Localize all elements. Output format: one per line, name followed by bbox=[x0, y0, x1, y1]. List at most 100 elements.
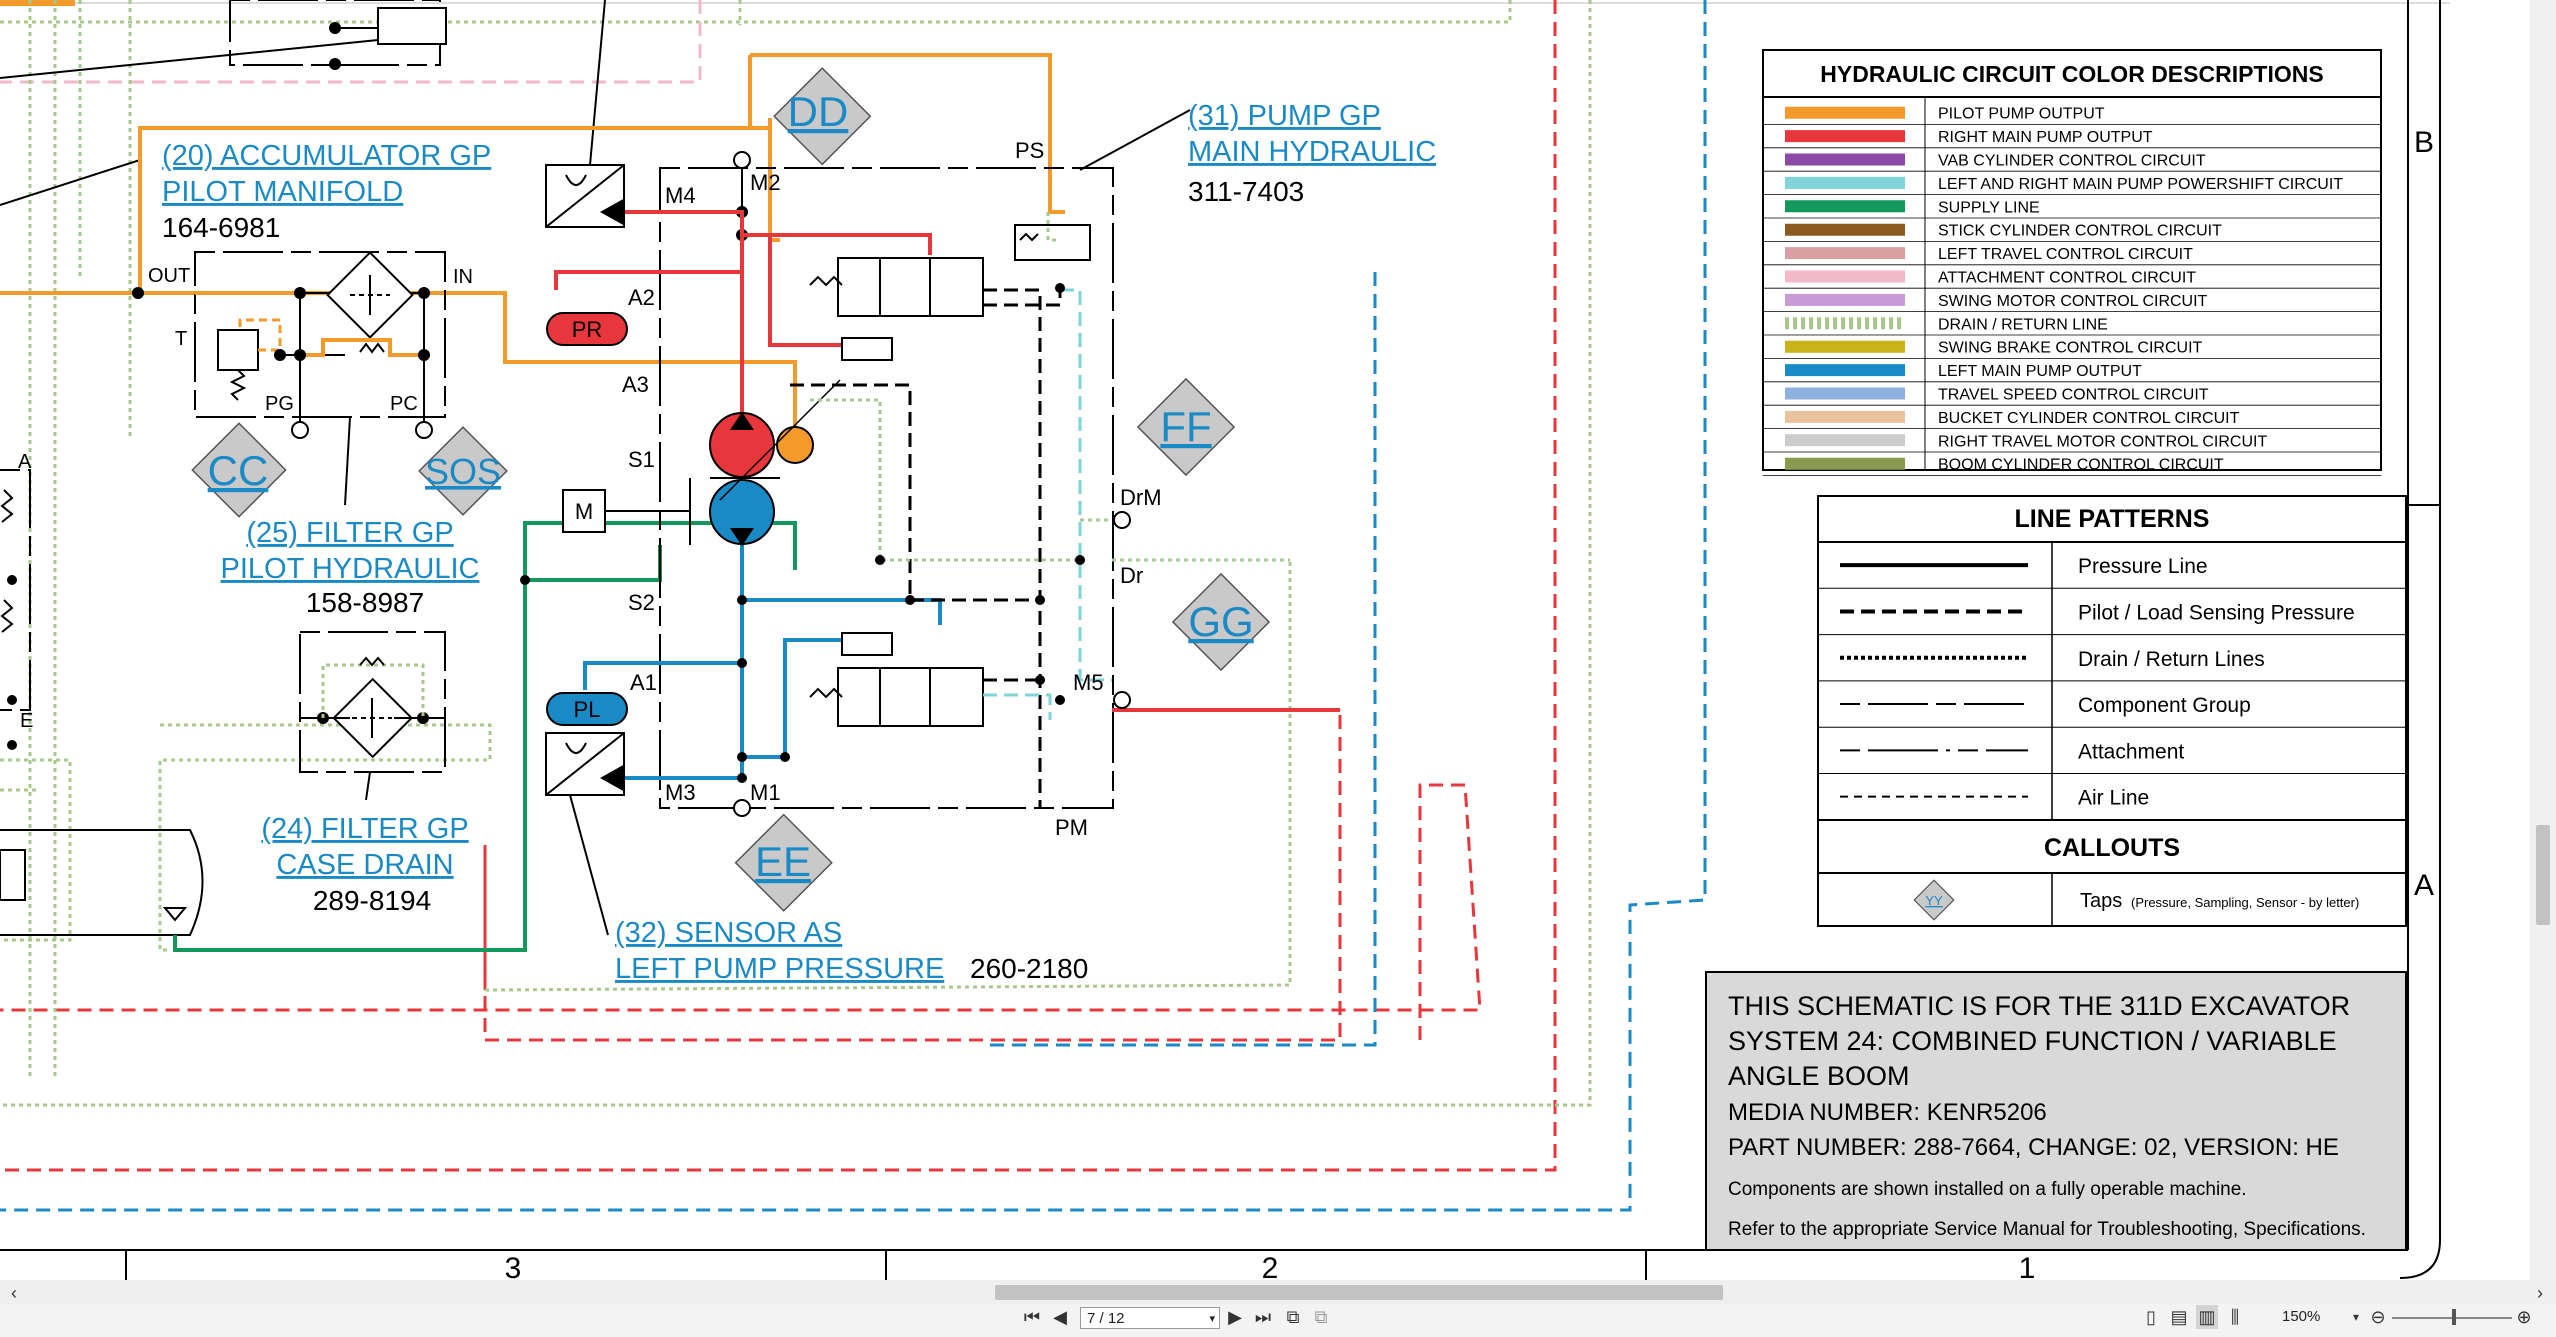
pattern-label: Attachment bbox=[2078, 740, 2184, 763]
info-line-6: Components are shown installed on a full… bbox=[1728, 1179, 2247, 1200]
color-legend: HYDRAULIC CIRCUIT COLOR DESCRIPTIONS PIL… bbox=[1762, 49, 2382, 476]
zoom-out-icon[interactable]: ⊖ bbox=[2370, 1307, 2386, 1327]
horizontal-scroll-thumb[interactable] bbox=[995, 1285, 1723, 1300]
next-page-icon[interactable]: ▶ bbox=[1228, 1307, 1242, 1327]
facing-icon[interactable]: ▥ bbox=[2196, 1305, 2218, 1329]
port-in: IN bbox=[453, 266, 473, 288]
port-m1: M1 bbox=[750, 780, 781, 805]
port-s1: S1 bbox=[628, 447, 655, 472]
info-line-2: SYSTEM 24: COMBINED FUNCTION / VARIABLE bbox=[1728, 1026, 2337, 1056]
svg-text:DD: DD bbox=[788, 88, 849, 135]
filter-pilot-title-2[interactable]: PILOT HYDRAULIC bbox=[221, 553, 480, 585]
page-number-text: 7 / 12 bbox=[1087, 1310, 1125, 1327]
filter-case-title-2[interactable]: CASE DRAIN bbox=[276, 849, 453, 881]
callouts-title: CALLOUTS bbox=[2044, 834, 2180, 862]
sensor-title-1[interactable]: (32) SENSOR AS bbox=[615, 917, 842, 949]
pattern-label: Component Group bbox=[2078, 694, 2251, 717]
right-pump-lines bbox=[554, 210, 1340, 712]
svg-text:EE: EE bbox=[755, 838, 811, 885]
grid-row-b: B bbox=[2414, 126, 2434, 159]
port-a1: A1 bbox=[630, 670, 657, 695]
filter-case-part: 289-8194 bbox=[313, 885, 431, 916]
tap-sos[interactable]: SOS bbox=[418, 426, 508, 516]
port-s2: S2 bbox=[628, 590, 655, 615]
legend-label: SWING BRAKE CONTROL CIRCUIT bbox=[1938, 340, 2203, 357]
sensor-title-2[interactable]: LEFT PUMP PRESSURE bbox=[615, 953, 944, 985]
svg-text:YY: YY bbox=[1925, 893, 1943, 908]
tap-cc[interactable]: CC bbox=[191, 422, 287, 518]
page-layout-icon[interactable]: ⫼ bbox=[2230, 1307, 2240, 1327]
svg-text:PR: PR bbox=[572, 317, 603, 342]
pilot-lines bbox=[0, 53, 1065, 440]
pilot-manifold-group bbox=[132, 251, 446, 506]
fit-width-icon[interactable]: ⧉ bbox=[1314, 1307, 1328, 1327]
accumulator-title-1[interactable]: (20) ACCUMULATOR GP bbox=[162, 140, 491, 172]
filter-pilot-title-1[interactable]: (25) FILTER GP bbox=[246, 517, 453, 549]
line-patterns-title: LINE PATTERNS bbox=[2015, 505, 2210, 533]
legend-label: RIGHT MAIN PUMP OUTPUT bbox=[1938, 129, 2153, 146]
scroll-right-icon[interactable]: › bbox=[2537, 1283, 2543, 1303]
svg-text:PL: PL bbox=[574, 697, 601, 722]
title-info-box: THIS SCHEMATIC IS FOR THE 311D EXCAVATOR… bbox=[1705, 971, 2407, 1251]
filter-case-title-1[interactable]: (24) FILTER GP bbox=[261, 813, 468, 845]
tap-ee[interactable]: EE bbox=[734, 813, 833, 912]
sensor-part: 260-2180 bbox=[970, 953, 1088, 984]
pattern-label: Pressure Line bbox=[2078, 555, 2208, 578]
tap-dd[interactable]: DD bbox=[773, 67, 872, 166]
port-e: E bbox=[20, 710, 33, 732]
vertical-scroll-thumb[interactable] bbox=[2536, 825, 2550, 925]
port-m4: M4 bbox=[665, 183, 696, 208]
grid-row-a: A bbox=[2414, 869, 2434, 902]
last-page-icon[interactable]: ⏭ bbox=[1254, 1307, 1272, 1327]
zoom-in-icon[interactable]: ⊕ bbox=[2516, 1307, 2532, 1327]
pilot-pump bbox=[776, 426, 814, 464]
page-dropdown-icon[interactable]: ▾ bbox=[1209, 1313, 1215, 1325]
svg-text:SOS: SOS bbox=[425, 451, 501, 492]
pl-indicator bbox=[546, 692, 628, 726]
vertical-scrollbar[interactable] bbox=[2530, 0, 2556, 1280]
info-line-4: MEDIA NUMBER: KENR5206 bbox=[1728, 1099, 2047, 1126]
tap-example-icon bbox=[1913, 879, 1955, 921]
taps-label: Taps bbox=[2080, 890, 2122, 912]
pump-title-1[interactable]: (31) PUMP GP bbox=[1188, 100, 1381, 132]
zoom-level: 150% bbox=[2282, 1308, 2321, 1325]
taps-note: (Pressure, Sampling, Sensor - by letter) bbox=[2131, 895, 2359, 910]
page-number-field[interactable]: 7 / 12 ▾ bbox=[1080, 1307, 1220, 1329]
info-line-5: PART NUMBER: 288-7664, CHANGE: 02, VERSI… bbox=[1728, 1134, 2339, 1161]
svg-text:FF: FF bbox=[1160, 403, 1211, 450]
scroll-left-icon[interactable]: ‹ bbox=[11, 1283, 17, 1303]
port-m5: M5 bbox=[1073, 670, 1104, 695]
zoom-dropdown-icon[interactable]: ▾ bbox=[2352, 1310, 2360, 1324]
zoom-slider-handle[interactable] bbox=[2452, 1309, 2456, 1325]
tap-gg[interactable]: GG bbox=[1171, 572, 1271, 672]
tank-left bbox=[0, 829, 204, 936]
supply-line bbox=[173, 521, 797, 952]
port-pg: PG bbox=[265, 393, 294, 415]
legend-label: BOOM CYLINDER CONTROL CIRCUIT bbox=[1938, 457, 2224, 474]
control-valve-upper bbox=[809, 257, 984, 361]
svg-text:CC: CC bbox=[208, 447, 269, 494]
info-line-7: Refer to the appropriate Service Manual … bbox=[1728, 1219, 2366, 1240]
top-left-component bbox=[0, 0, 606, 206]
case-drain-filter bbox=[299, 631, 446, 801]
tap-ff[interactable]: FF bbox=[1136, 377, 1236, 477]
svg-text:GG: GG bbox=[1188, 598, 1253, 645]
grid-col-3: 3 bbox=[505, 1252, 522, 1285]
first-page-icon[interactable]: ⏮ bbox=[1023, 1307, 1041, 1327]
legend-label: RIGHT TRAVEL MOTOR CONTROL CIRCUIT bbox=[1938, 433, 2267, 450]
port-ps: PS bbox=[1015, 138, 1044, 163]
port-drm: DrM bbox=[1120, 485, 1162, 510]
prev-page-icon[interactable]: ◀ bbox=[1053, 1307, 1067, 1327]
port-out: OUT bbox=[148, 265, 190, 287]
info-line-1: THIS SCHEMATIC IS FOR THE 311D EXCAVATOR bbox=[1728, 991, 2350, 1021]
continuous-icon[interactable]: ▤ bbox=[2170, 1307, 2188, 1327]
accumulator-title-2[interactable]: PILOT MANIFOLD bbox=[162, 176, 403, 208]
legend-label: LEFT AND RIGHT MAIN PUMP POWERSHIFT CIRC… bbox=[1938, 176, 2343, 193]
single-page-icon[interactable]: ▯ bbox=[2146, 1307, 2156, 1327]
legend-label: STICK CYLINDER CONTROL CIRCUIT bbox=[1938, 223, 2222, 240]
port-a3: A3 bbox=[622, 372, 649, 397]
pump-title-2[interactable]: MAIN HYDRAULIC bbox=[1188, 136, 1436, 168]
fit-page-icon[interactable]: ⧉ bbox=[1286, 1307, 1300, 1327]
accumulator-part: 164-6981 bbox=[162, 212, 280, 243]
